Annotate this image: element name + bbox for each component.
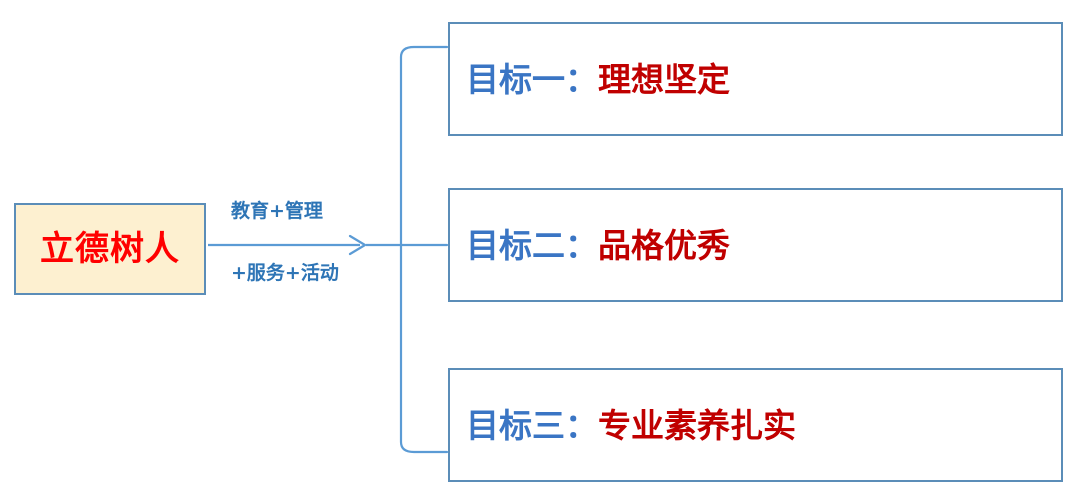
target-node-3-text: 目标三：专业素养扎实 bbox=[450, 409, 796, 442]
target-node-2-text: 目标二：品格优秀 bbox=[450, 229, 730, 262]
target-node-2[interactable]: 目标二：品格优秀 bbox=[448, 188, 1063, 302]
edge-label-education-management: 教育+管理 bbox=[231, 200, 323, 222]
branch-to-target-1 bbox=[399, 45, 449, 247]
arrow-connector bbox=[208, 234, 367, 256]
target-node-1-value: 理想坚定 bbox=[598, 59, 730, 99]
branch-bracket bbox=[399, 45, 449, 454]
target-node-1-prefix: 目标一： bbox=[466, 59, 598, 99]
target-node-1[interactable]: 目标一：理想坚定 bbox=[448, 22, 1063, 136]
edge-label-service-activity: +服务+活动 bbox=[231, 262, 339, 284]
branch-to-target-3 bbox=[399, 243, 449, 454]
arrowhead-icon bbox=[348, 234, 367, 256]
target-node-1-text: 目标一：理想坚定 bbox=[450, 63, 730, 96]
source-node-label: 立德树人 bbox=[40, 229, 180, 269]
target-node-3-prefix: 目标三： bbox=[466, 405, 598, 445]
source-node-lideshuren[interactable]: 立德树人 bbox=[14, 203, 206, 295]
target-node-3[interactable]: 目标三：专业素养扎实 bbox=[448, 368, 1063, 482]
target-node-3-value: 专业素养扎实 bbox=[598, 405, 796, 445]
target-node-2-prefix: 目标二： bbox=[466, 225, 598, 265]
target-node-2-value: 品格优秀 bbox=[598, 225, 730, 265]
